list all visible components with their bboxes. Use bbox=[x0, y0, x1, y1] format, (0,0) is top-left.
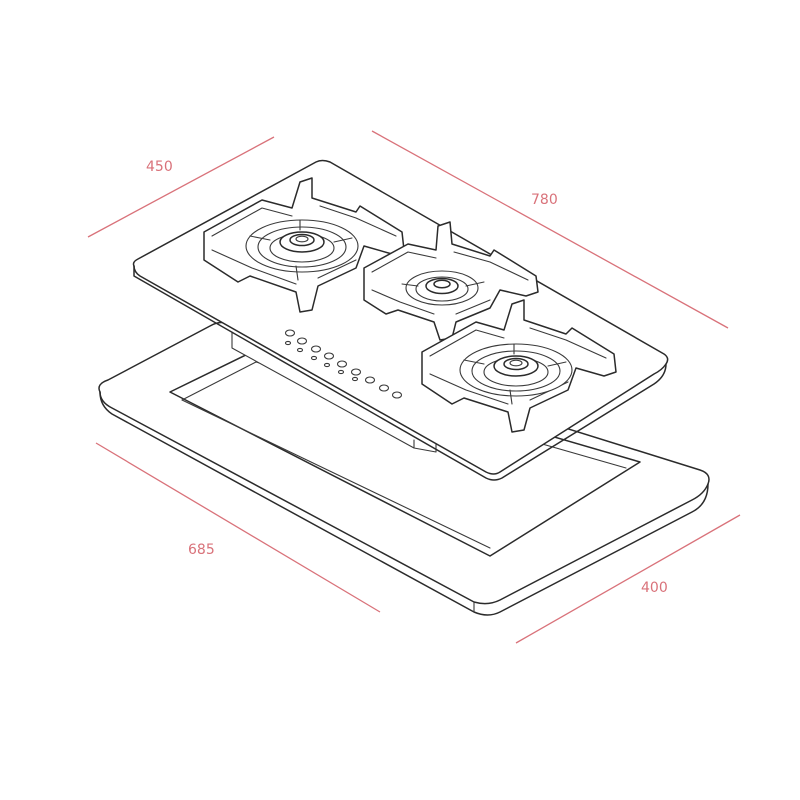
control-knob bbox=[296, 337, 308, 345]
control-knob bbox=[310, 345, 322, 353]
dimension-line-top-depth bbox=[87, 136, 275, 238]
cutout-frame bbox=[98, 321, 710, 616]
burner-small-middle bbox=[363, 221, 539, 341]
indicator-dot bbox=[323, 362, 331, 368]
indicator-dot bbox=[337, 369, 345, 375]
burner-large-right bbox=[421, 299, 617, 433]
dimension-label-cutout-depth: 400 bbox=[641, 580, 668, 596]
control-knob bbox=[378, 384, 390, 392]
control-knob bbox=[350, 368, 362, 376]
dimension-label-top-depth: 450 bbox=[146, 159, 173, 175]
control-knob bbox=[391, 391, 403, 399]
indicator-dot bbox=[284, 340, 292, 346]
dimension-label-top-width: 780 bbox=[531, 192, 558, 208]
control-knob bbox=[323, 352, 335, 360]
control-knob bbox=[336, 360, 348, 368]
control-panel bbox=[284, 329, 403, 399]
indicator-dot bbox=[310, 355, 318, 361]
indicator-dot bbox=[296, 347, 304, 353]
dimension-line-cutout-depth bbox=[515, 514, 741, 644]
dimension-lines bbox=[87, 130, 741, 644]
indicator-dot bbox=[351, 376, 359, 382]
dimension-line-cutout-width bbox=[95, 442, 381, 613]
control-knob bbox=[364, 376, 376, 384]
dimension-line-top-width bbox=[371, 130, 729, 329]
dimension-labels: 450 780 685 400 bbox=[146, 159, 668, 596]
control-knob bbox=[284, 329, 296, 337]
dimension-label-cutout-width: 685 bbox=[188, 542, 215, 558]
